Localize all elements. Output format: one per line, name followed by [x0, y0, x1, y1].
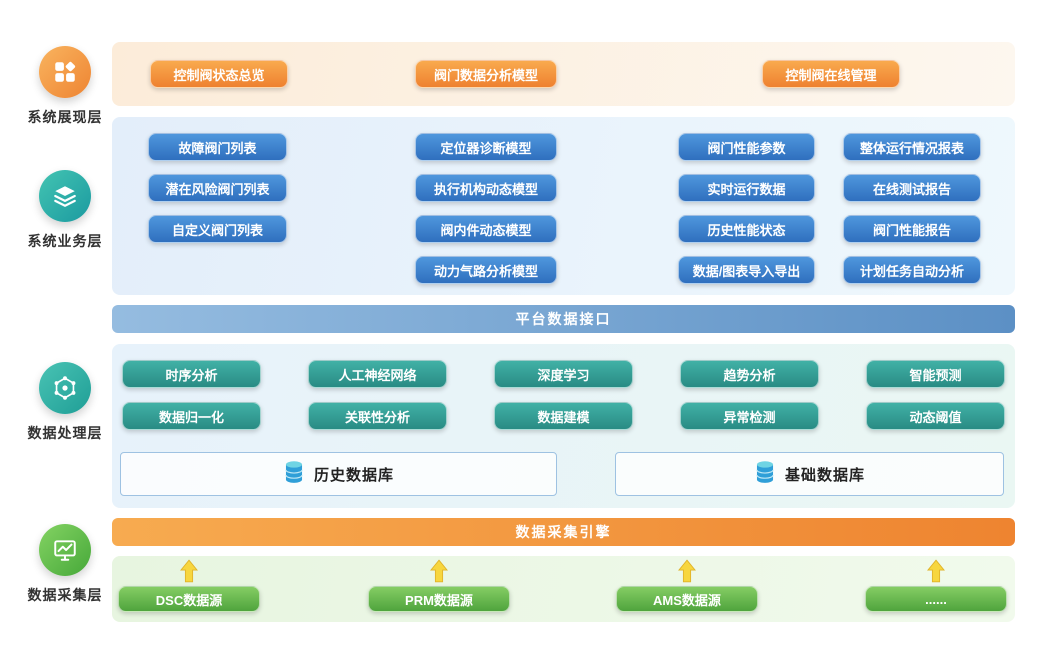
- processing-chip[interactable]: 时序分析: [122, 360, 261, 388]
- processing-chip[interactable]: 异常检测: [680, 402, 819, 430]
- processing-chip[interactable]: 数据建模: [494, 402, 633, 430]
- business-chip[interactable]: 动力气路分析模型: [415, 256, 557, 284]
- business-chip[interactable]: 数据/图表导入导出: [678, 256, 815, 284]
- business-chip[interactable]: 执行机构动态模型: [415, 174, 557, 202]
- valve-online-management-button[interactable]: 控制阀在线管理: [762, 60, 900, 88]
- sidebar-business-layer: 系统业务层: [10, 170, 120, 251]
- valve-data-analysis-model-button[interactable]: 阀门数据分析模型: [415, 60, 557, 88]
- up-arrow-icon: [926, 558, 946, 584]
- collection-layer-panel: DSC数据源 PRM数据源 AMS数据源 ......: [112, 556, 1015, 622]
- data-source-chip-dsc[interactable]: DSC数据源: [118, 586, 260, 612]
- business-chip[interactable]: 故障阀门列表: [148, 133, 287, 161]
- processing-row-2: 数据归一化 关联性分析 数据建模 异常检测 动态阈值: [122, 402, 1005, 430]
- data-source-chip-more[interactable]: ......: [865, 586, 1007, 612]
- processing-row-1: 时序分析 人工神经网络 深度学习 趋势分析 智能预测: [122, 360, 1005, 388]
- business-column-reports: 整体运行情况报表 在线测试报告 阀门性能报告 计划任务自动分析: [843, 133, 981, 284]
- data-source-chip-prm[interactable]: PRM数据源: [368, 586, 510, 612]
- processing-chip[interactable]: 智能预测: [866, 360, 1005, 388]
- processing-chip[interactable]: 深度学习: [494, 360, 633, 388]
- network-icon: [39, 362, 91, 414]
- monitor-icon: [39, 524, 91, 576]
- business-column-runtime-data: 阀门性能参数 实时运行数据 历史性能状态 数据/图表导入导出: [678, 133, 815, 284]
- layer-label-presentation: 系统展现层: [27, 109, 103, 125]
- database-label: 历史数据库: [313, 466, 394, 484]
- business-chip[interactable]: 定位器诊断模型: [415, 133, 557, 161]
- processing-chip[interactable]: 人工神经网络: [308, 360, 447, 388]
- data-collection-engine-banner: 数据采集引擎: [112, 518, 1015, 546]
- history-database-box: 历史数据库: [120, 452, 557, 496]
- up-arrow-icon: [179, 558, 199, 584]
- up-arrow-icon: [677, 558, 697, 584]
- platform-data-interface-banner: 平台数据接口: [112, 305, 1015, 333]
- business-chip[interactable]: 在线测试报告: [843, 174, 981, 202]
- business-layer-panel: 故障阀门列表 潜在风险阀门列表 自定义阀门列表 定位器诊断模型 执行机构动态模型…: [112, 117, 1015, 295]
- presentation-layer-panel: 控制阀状态总览 阀门数据分析模型 控制阀在线管理: [112, 42, 1015, 106]
- business-chip[interactable]: 阀内件动态模型: [415, 215, 557, 243]
- dashboard-icon: [39, 46, 91, 98]
- layer-label-processing: 数据处理层: [27, 425, 103, 441]
- sidebar-processing-layer: 数据处理层: [10, 362, 120, 443]
- banner-label: 平台数据接口: [515, 311, 612, 327]
- sidebar-collection-layer: 数据采集层: [10, 524, 120, 605]
- business-chip[interactable]: 历史性能状态: [678, 215, 815, 243]
- business-column-valve-lists: 故障阀门列表 潜在风险阀门列表 自定义阀门列表: [148, 133, 287, 243]
- banner-label: 数据采集引擎: [515, 524, 612, 540]
- database-label: 基础数据库: [784, 466, 865, 484]
- business-chip[interactable]: 整体运行情况报表: [843, 133, 981, 161]
- processing-chip[interactable]: 趋势分析: [680, 360, 819, 388]
- layer-label-collection: 数据采集层: [27, 587, 103, 603]
- layers-icon: [39, 170, 91, 222]
- business-chip[interactable]: 阀门性能参数: [678, 133, 815, 161]
- processing-layer-panel: 时序分析 人工神经网络 深度学习 趋势分析 智能预测 数据归一化 关联性分析 数…: [112, 344, 1015, 508]
- processing-chip[interactable]: 关联性分析: [308, 402, 447, 430]
- business-chip[interactable]: 实时运行数据: [678, 174, 815, 202]
- sidebar-presentation-layer: 系统展现层: [10, 46, 120, 127]
- layer-label-business: 系统业务层: [27, 233, 103, 249]
- business-chip[interactable]: 阀门性能报告: [843, 215, 981, 243]
- up-arrow-icon: [429, 558, 449, 584]
- data-source-chip-ams[interactable]: AMS数据源: [616, 586, 758, 612]
- valve-status-overview-button[interactable]: 控制阀状态总览: [150, 60, 288, 88]
- database-icon: [754, 460, 776, 489]
- processing-chip[interactable]: 动态阈值: [866, 402, 1005, 430]
- business-chip[interactable]: 计划任务自动分析: [843, 256, 981, 284]
- business-chip[interactable]: 自定义阀门列表: [148, 215, 287, 243]
- processing-chip[interactable]: 数据归一化: [122, 402, 261, 430]
- database-icon: [283, 460, 305, 489]
- base-database-box: 基础数据库: [615, 452, 1004, 496]
- business-chip[interactable]: 潜在风险阀门列表: [148, 174, 287, 202]
- business-column-models: 定位器诊断模型 执行机构动态模型 阀内件动态模型 动力气路分析模型: [415, 133, 557, 284]
